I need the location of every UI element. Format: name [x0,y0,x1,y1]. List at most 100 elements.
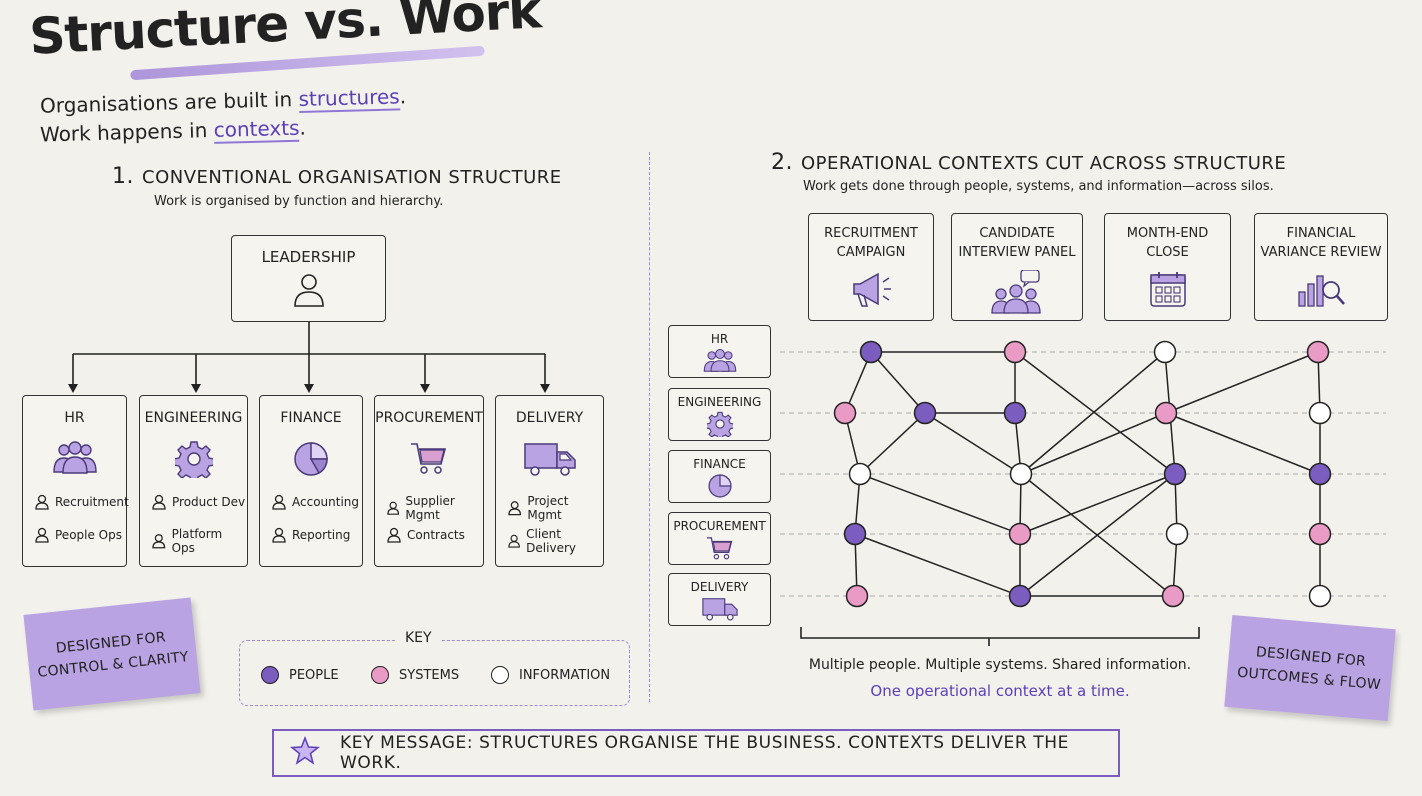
row-finance: FINANCE [668,450,771,503]
context-label: FINANCIAL [1286,226,1356,241]
row-delivery: DELIVERY [668,573,771,626]
people-node [843,522,867,546]
cart-icon [375,440,483,480]
department-engineering: ENGINEERING Product Dev Platform Ops [139,395,248,567]
section1-subheading: Work is organised by function and hierar… [154,194,444,209]
graph-caption: Multiple people. Multiple systems. Share… [808,657,1192,673]
list-item-label: People Ops [55,528,122,542]
section-heading-text: OPERATIONAL CONTEXTS CUT ACROSS STRUCTUR… [801,153,1287,174]
row-engineering: ENGINEERING [668,388,771,441]
list-item: Accounting [272,494,359,510]
people-node [913,401,937,425]
context-label: MONTH-END [1126,226,1209,241]
context-label: CLOSE [1146,245,1189,260]
list-item: Recruitment [35,494,129,510]
list-item: Contracts [387,527,465,543]
department-finance: FINANCE Accounting Reporting [259,395,363,567]
list-item-label: Supplier Mgmt [405,494,455,522]
list-item-label: Client Delivery [526,527,576,555]
graph-edge [870,351,926,414]
leadership-box: LEADERSHIP [231,235,386,322]
person-icon [152,494,166,510]
row-hr: HR [668,325,771,378]
information-node [1308,584,1332,608]
section2-subheading: Work gets done through people, systems, … [803,179,1274,194]
graph-edge [859,412,926,475]
section-number: 2. [771,150,793,175]
context-label: VARIANCE REVIEW [1260,245,1382,260]
section1-heading: 1. CONVENTIONAL ORGANISATION STRUCTURE [112,164,562,189]
row-label: FINANCE [693,457,746,471]
section-heading-text: CONVENTIONAL ORGANISATION STRUCTURE [142,167,562,188]
department-procurement: PROCUREMENT Supplier Mgmt Contracts [374,395,484,567]
graph-edge [1165,351,1319,414]
graph-caption-highlight: One operational context at a time. [870,682,1130,700]
cart-icon [669,535,770,564]
people-node [1308,462,1332,486]
truck-icon [669,596,770,625]
pie-chart-icon [669,473,770,502]
section-number: 1. [112,164,134,189]
person-icon [152,534,166,549]
legend-item-systems: SYSTEMS [371,666,459,684]
legend-label: SYSTEMS [399,667,460,683]
pie-chart-icon [260,440,362,482]
department-hr: HR Recruitment People Ops [22,395,129,567]
graph-edge [1014,351,1176,475]
group-chat-icon [952,269,1082,320]
information-node [848,462,872,486]
bar-chart-magnifier-icon [1255,270,1387,314]
brace [800,627,1200,646]
department-name: PROCUREMENT [375,410,483,426]
information-dot-icon [491,666,509,684]
person-icon [272,527,286,543]
section2-heading: 2. OPERATIONAL CONTEXTS CUT ACROSS STRUCT… [771,150,1286,175]
gear-icon [669,411,770,441]
list-item-label: Platform Ops [171,527,223,555]
list-item: Platform Ops [152,527,247,555]
graph-edge [1020,351,1166,475]
list-item: Supplier Mgmt [387,494,483,522]
list-item: Project Mgmt [508,494,603,522]
gear-icon [140,440,247,483]
list-item-label: Reporting [292,528,351,542]
graph-edge [924,412,1022,475]
legend-title: KEY [395,630,442,646]
person-icon [232,272,385,312]
people-node [1163,462,1187,486]
calendar-icon [1105,270,1230,314]
org-chart-connectors [68,322,550,393]
systems-node [845,584,869,608]
information-node [1153,340,1177,364]
row-label: PROCUREMENT [673,519,766,533]
department-name: DELIVERY [515,410,584,426]
list-item: Reporting [272,527,350,543]
leadership-label: LEADERSHIP [261,248,356,266]
people-icon [669,348,770,375]
department-name: ENGINEERING [144,410,243,426]
context-label: CANDIDATE [979,226,1055,241]
list-item-label: Project Mgmt [527,494,569,522]
key-message-text: KEY MESSAGE: STRUCTURES ORGANISE THE BUS… [340,733,1069,773]
graph-edge [1019,473,1176,597]
department-name: FINANCE [280,410,342,426]
information-node [1009,462,1033,486]
person-icon [35,494,49,510]
systems-node [833,401,857,425]
systems-node [1003,340,1027,364]
star-icon [289,735,321,771]
person-icon [508,501,522,516]
row-label: HR [710,332,729,346]
list-item: Product Dev [152,494,245,510]
row-procurement: PROCUREMENT [668,512,771,565]
department-delivery: DELIVERY Project Mgmt Client Delivery [495,395,604,567]
systems-dot-icon [371,666,389,684]
context-label: RECRUITMENT [824,226,918,241]
graph-edge [1019,473,1176,535]
row-label: ENGINEERING [677,395,762,409]
megaphone-icon [809,270,933,316]
graph-edge [1020,412,1167,475]
systems-node [1308,522,1332,546]
